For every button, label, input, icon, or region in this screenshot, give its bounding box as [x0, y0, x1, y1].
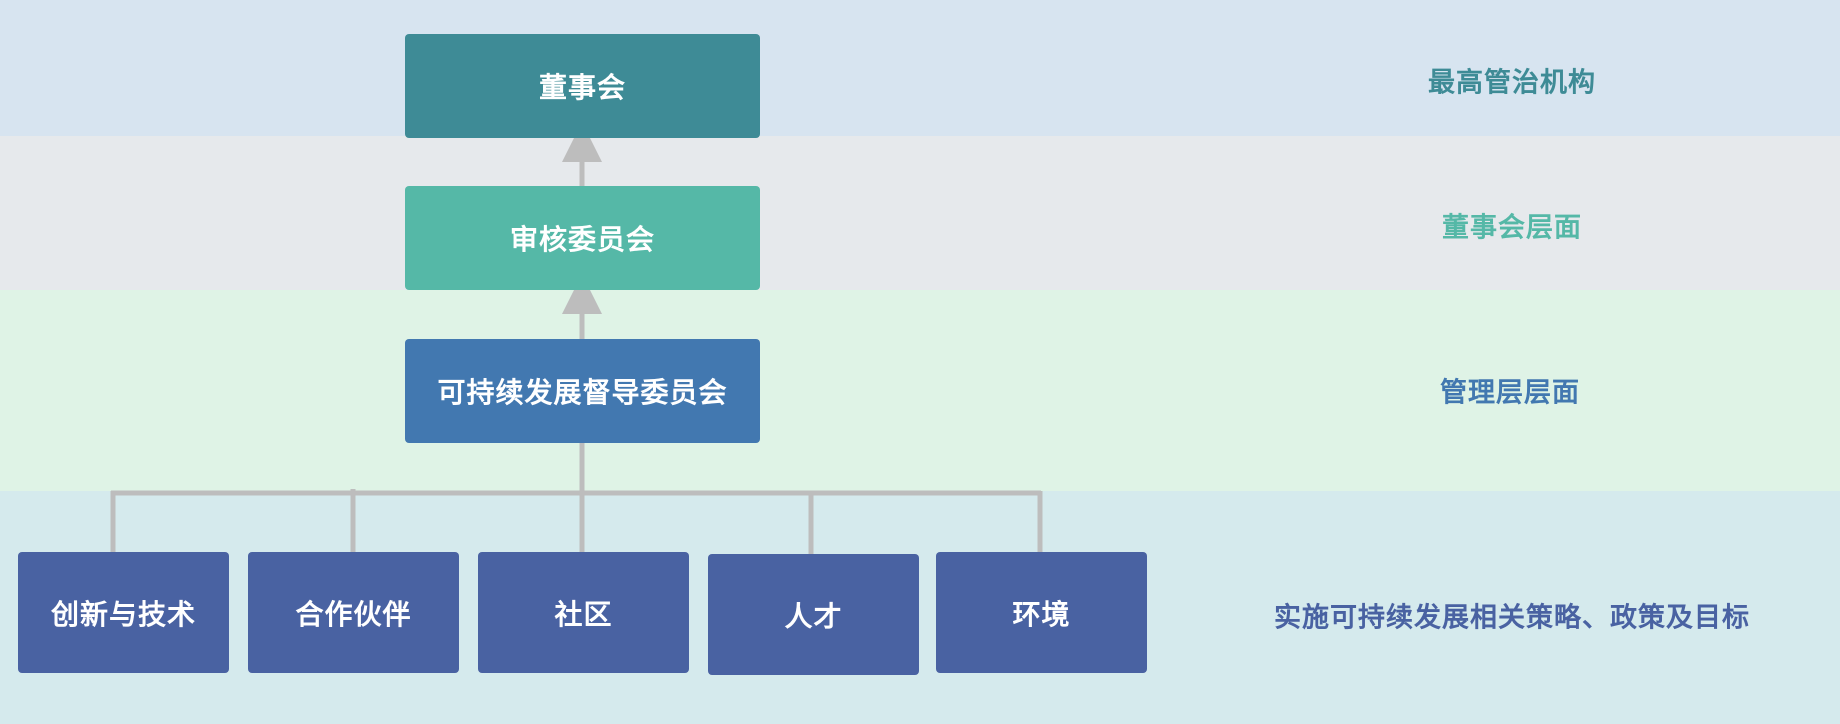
level-label-implementation: 实施可持续发展相关策略、政策及目标	[1274, 602, 1750, 634]
leaf-community: 社区	[478, 552, 689, 673]
level-label-management: 管理层层面	[1440, 377, 1580, 409]
band-board-level	[0, 136, 1840, 290]
level-label-board: 董事会层面	[1442, 212, 1582, 244]
leaf-innovation-technology: 创新与技术	[18, 552, 229, 673]
audit-committee-node: 审核委员会	[405, 186, 760, 290]
level-label-top-governance: 最高管治机构	[1428, 67, 1596, 99]
band-top-governance	[0, 0, 1840, 136]
board-node: 董事会	[405, 34, 760, 138]
leaf-talent: 人才	[708, 554, 919, 675]
band-management-level	[0, 290, 1840, 491]
leaf-partners: 合作伙伴	[248, 552, 459, 673]
steering-committee-node: 可持续发展督导委员会	[405, 339, 760, 443]
leaf-environment: 环境	[936, 552, 1147, 673]
